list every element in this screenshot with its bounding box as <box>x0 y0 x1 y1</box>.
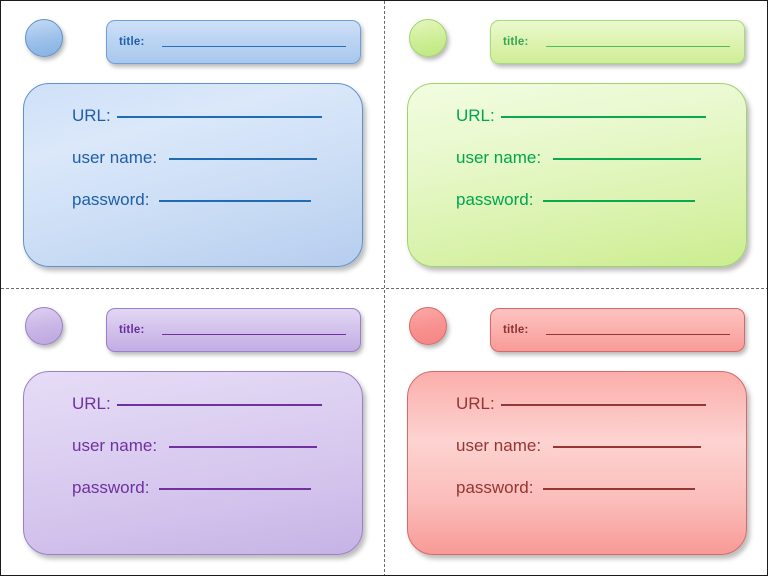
color-dot-red-icon[interactable] <box>409 307 447 345</box>
field-input-url[interactable] <box>500 116 706 118</box>
title-label: title: <box>119 36 145 48</box>
title-label: title: <box>503 36 529 48</box>
field-label-url: URL: <box>72 106 111 125</box>
title-label: title: <box>119 324 145 336</box>
field-input-url[interactable] <box>116 116 322 118</box>
color-dot-green-icon[interactable] <box>409 19 447 57</box>
field-username: user name: <box>456 436 746 478</box>
field-label-username: user name: <box>456 436 542 455</box>
field-label-url: URL: <box>72 394 111 413</box>
field-input-username[interactable] <box>169 158 318 160</box>
field-input-username[interactable] <box>169 446 318 448</box>
field-label-username: user name: <box>456 148 542 167</box>
field-password: password: <box>72 190 362 232</box>
title-input-rule[interactable] <box>546 333 730 335</box>
field-url: URL: <box>72 394 362 436</box>
credential-card-red: title: URL: user name: password: <box>385 289 767 575</box>
field-label-url: URL: <box>456 394 495 413</box>
title-input-rule[interactable] <box>162 333 346 335</box>
field-url: URL: <box>72 106 362 148</box>
fields-card-purple: URL: user name: password: <box>23 371 363 555</box>
fields-card-red: URL: user name: password: <box>407 371 747 555</box>
field-input-password[interactable] <box>159 200 312 202</box>
field-username: user name: <box>72 148 362 190</box>
field-url: URL: <box>456 394 746 436</box>
color-dot-blue-icon[interactable] <box>25 19 63 57</box>
field-label-password: password: <box>72 478 150 497</box>
quadrant-divider-horizontal <box>1 288 767 289</box>
field-password: password: <box>72 478 362 520</box>
field-input-url[interactable] <box>116 404 322 406</box>
field-username: user name: <box>456 148 746 190</box>
credential-card-purple: title: URL: user name: password: <box>1 289 385 575</box>
title-input-rule[interactable] <box>546 45 730 47</box>
title-bar-blue[interactable]: title: <box>106 20 361 64</box>
field-input-username[interactable] <box>553 446 702 448</box>
field-input-url[interactable] <box>500 404 706 406</box>
title-bar-purple[interactable]: title: <box>106 308 361 352</box>
field-input-username[interactable] <box>553 158 702 160</box>
title-input-rule[interactable] <box>162 45 346 47</box>
title-bar-red[interactable]: title: <box>490 308 745 352</box>
field-label-password: password: <box>456 190 534 209</box>
field-label-url: URL: <box>456 106 495 125</box>
title-label: title: <box>503 324 529 336</box>
fields-card-blue: URL: user name: password: <box>23 83 363 267</box>
field-input-password[interactable] <box>159 488 312 490</box>
field-label-password: password: <box>456 478 534 497</box>
field-url: URL: <box>456 106 746 148</box>
fields-card-green: URL: user name: password: <box>407 83 747 267</box>
field-password: password: <box>456 478 746 520</box>
field-label-username: user name: <box>72 148 158 167</box>
field-password: password: <box>456 190 746 232</box>
field-label-password: password: <box>72 190 150 209</box>
title-bar-green[interactable]: title: <box>490 20 745 64</box>
credential-card-green: title: URL: user name: password: <box>385 1 767 289</box>
field-input-password[interactable] <box>543 488 696 490</box>
field-label-username: user name: <box>72 436 158 455</box>
field-username: user name: <box>72 436 362 478</box>
color-dot-purple-icon[interactable] <box>25 307 63 345</box>
field-input-password[interactable] <box>543 200 696 202</box>
credential-card-blue: title: URL: user name: password: <box>1 1 385 289</box>
